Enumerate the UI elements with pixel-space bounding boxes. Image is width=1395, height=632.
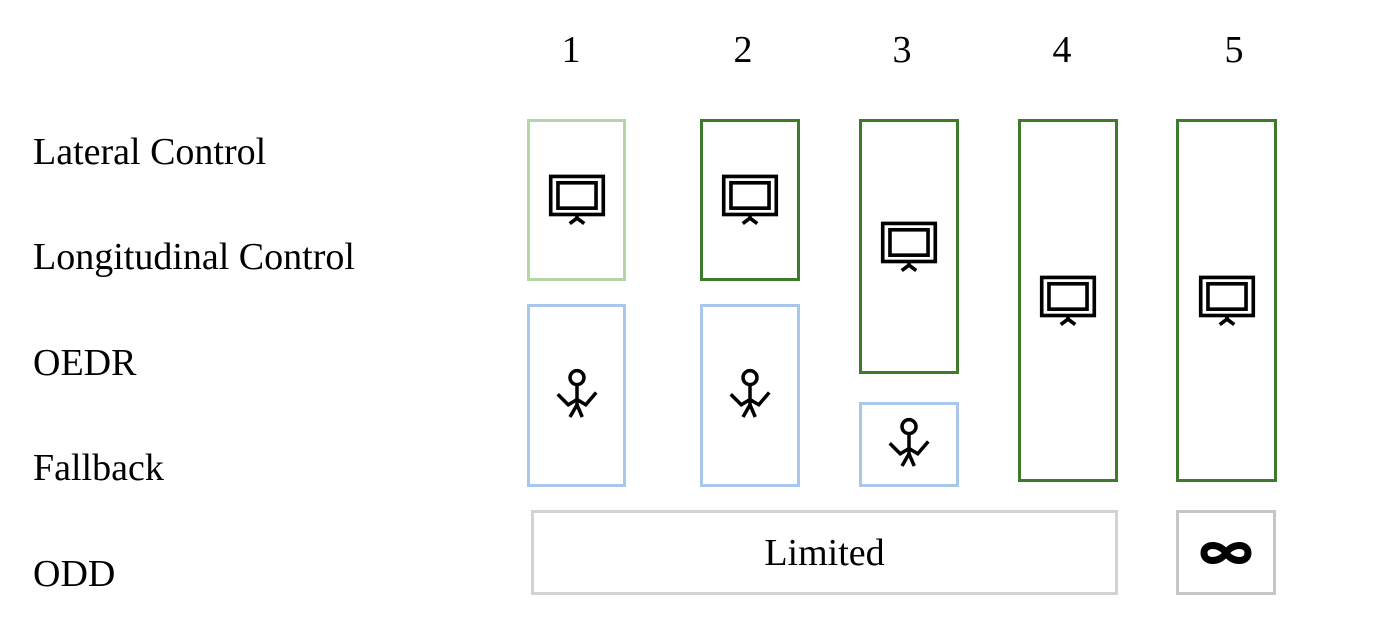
odd-limited-label: Limited <box>764 531 885 574</box>
monitor-icon <box>545 171 609 229</box>
level-1-label: 1 <box>561 29 581 71</box>
row-label-oedr: OEDR <box>33 342 137 384</box>
level-5-label: 5 <box>1224 29 1244 71</box>
infinity-icon <box>1200 541 1252 564</box>
monitor-icon <box>877 218 941 276</box>
row-label-lateral-control: Lateral Control <box>33 131 267 173</box>
level-3-system-box <box>859 119 959 374</box>
level-1-system-box <box>527 119 626 281</box>
monitor-icon <box>1195 272 1259 330</box>
person-icon <box>722 368 778 424</box>
row-label-longitudinal-control: Longitudinal Control <box>33 236 355 278</box>
level-3-human-box <box>859 402 959 487</box>
level-1-human-box <box>527 304 626 487</box>
level-5-system-box <box>1176 119 1277 482</box>
odd-limited-box: Limited <box>531 510 1118 595</box>
row-label-fallback: Fallback <box>33 447 164 489</box>
person-icon <box>881 417 937 473</box>
level-4-label: 4 <box>1052 29 1072 71</box>
level-2-label: 2 <box>733 29 753 71</box>
level-2-human-box <box>700 304 800 487</box>
level-2-system-box <box>700 119 800 281</box>
row-label-odd: ODD <box>33 553 116 595</box>
monitor-icon <box>1036 272 1100 330</box>
level-3-label: 3 <box>892 29 912 71</box>
level-4-system-box <box>1018 119 1118 482</box>
monitor-icon <box>718 171 782 229</box>
person-icon <box>549 368 605 424</box>
odd-unlimited-box <box>1176 510 1276 595</box>
